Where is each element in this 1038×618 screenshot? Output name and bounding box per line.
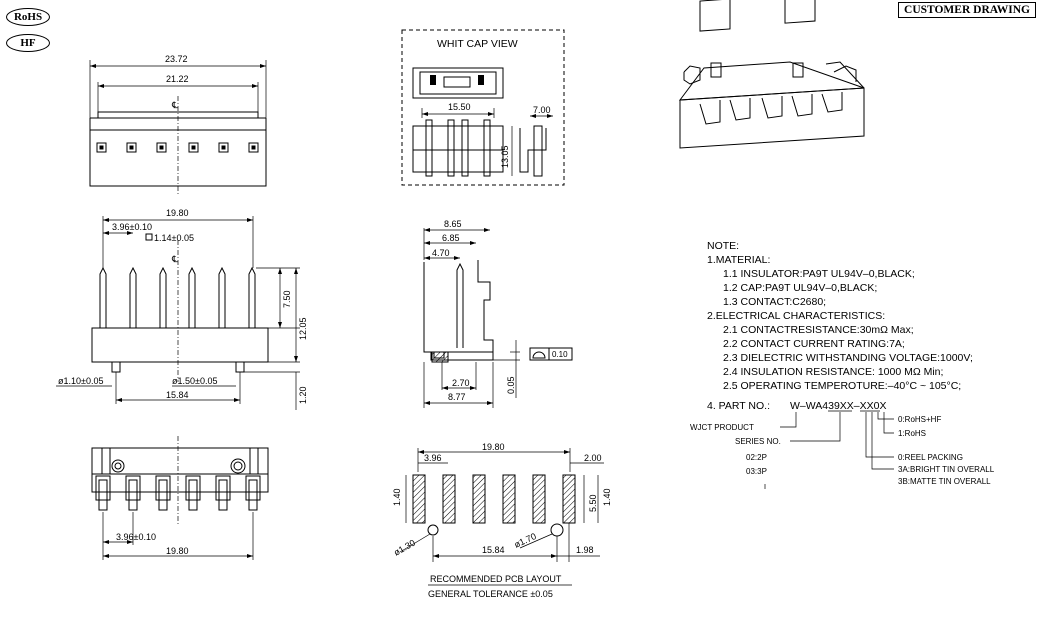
- wjct-product: WJCT PRODUCT: [690, 423, 754, 432]
- dim-bottom-width: 19.80: [166, 546, 189, 556]
- dim-side-270: 2.70: [452, 378, 470, 388]
- dim-pin-length: 7.50: [282, 290, 292, 308]
- dim-hole-large: ø1.70: [513, 531, 538, 550]
- option-3b: 3B:MATTE TIN OVERALL: [898, 477, 991, 486]
- note-line: 2.ELECTRICAL CHARACTERISTICS:: [707, 310, 885, 322]
- dim-hole-mid: ø1.50±0.05: [172, 376, 217, 386]
- dim-front-height: 12.05: [298, 317, 308, 340]
- front-pins: [99, 266, 256, 328]
- dim-pcb-140-right: 1.40: [602, 488, 612, 506]
- dim-side-865: 8.65: [444, 219, 462, 229]
- cap-view-label: WHIT CAP VIEW: [437, 38, 518, 50]
- note-line: 1.2 CAP:PA9T UL94V–0,BLACK;: [723, 282, 877, 294]
- series-03: 03:3P: [746, 467, 767, 476]
- dim-side-470: 4.70: [432, 248, 450, 258]
- dim-pcb-pitch: 3.96: [424, 453, 442, 463]
- note-line: 1.MATERIAL:: [707, 254, 770, 266]
- note-line: 2.2 CONTACT CURRENT RATING:7A;: [723, 338, 905, 350]
- option-reel: 0:REEL PACKING: [898, 453, 963, 462]
- dim-cap-height: 13.05: [500, 145, 510, 168]
- centerline-symbol: ℄: [171, 100, 178, 110]
- dim-hole-left: ø1.10±0.05: [58, 376, 103, 386]
- side-view: 8.65 6.85 4.70 2.70 8.77 0.05 0.10: [423, 219, 573, 408]
- option-3a: 3A:BRIGHT TIN OVERALL: [898, 465, 995, 474]
- note-line: 2.5 OPERATING TEMPEROTURE:–40°C ~ 105°C;: [723, 380, 961, 392]
- dim-post-height: 1.20: [298, 386, 308, 404]
- flatness-frame: 0.10: [529, 347, 573, 361]
- dim-overall-width: 23.72: [165, 54, 188, 64]
- part-no: W–WA439XX–XX0X: [790, 400, 887, 412]
- dim-bottom-pitch: 3.96±0.10: [116, 532, 156, 542]
- dim-side-005: 0.05: [506, 376, 516, 394]
- bottom-pins: [95, 475, 261, 511]
- dim-front-width: 19.80: [166, 208, 189, 218]
- front-view: 19.80 3.96±0.10 1.14±0.05 ℄ 7.50 12.05 1…: [56, 208, 308, 410]
- pcb-pads: [412, 474, 576, 524]
- rohs-badge: RoHS: [6, 8, 50, 26]
- bottom-view: 3.96±0.10 19.80: [91, 436, 269, 560]
- flatness-value: 0.10: [552, 350, 568, 359]
- notes: NOTE: 1.MATERIAL: 1.1 INSULATOR:PA9T UL9…: [690, 240, 995, 489]
- dim-pcb-140-left: 1.40: [392, 488, 402, 506]
- dim-front-pitch: 3.96±0.10: [112, 222, 152, 232]
- dim-inner-width: 21.22: [166, 74, 189, 84]
- top-view: 23.72 21.22 ℄: [89, 54, 267, 195]
- front-centerline: ℄: [171, 254, 178, 264]
- note-line: 2.3 DIELECTRIC WITHSTANDING VOLTAGE:1000…: [723, 352, 973, 364]
- dim-cap-depth: 7.00: [533, 105, 551, 115]
- pcb-title: RECOMMENDED PCB LAYOUT: [430, 574, 562, 584]
- option-rohs-hf: 0:RoHS+HF: [898, 415, 941, 424]
- option-rohs: 1:RoHS: [898, 429, 926, 438]
- part-no-label: 4. PART NO.:: [707, 400, 770, 412]
- pcb-layout: 19.80 3.96 2.00 1.40 5.50 1.40 ø1.30 ø1.…: [392, 442, 612, 599]
- note-line: 2.4 INSULATION RESISTANCE: 1000 MΩ Min;: [723, 366, 943, 378]
- series-label: SERIES NO.: [735, 437, 781, 446]
- dim-side-685: 6.85: [442, 233, 460, 243]
- hf-badge: HF: [6, 34, 50, 52]
- cap-view: WHIT CAP VIEW 15.50 7.00 13.05: [401, 29, 565, 186]
- notes-heading: NOTE:: [707, 240, 739, 252]
- dim-hole-small: ø1.30: [392, 538, 417, 558]
- dim-front-span: 15.84: [166, 390, 189, 400]
- dim-pcb-198: 1.98: [576, 545, 594, 555]
- dim-pcb-550: 5.50: [588, 494, 598, 512]
- dim-cap-width: 15.50: [448, 102, 471, 112]
- dim-pcb-width: 19.80: [482, 442, 505, 452]
- customer-drawing-title: CUSTOMER DRAWING: [898, 2, 1036, 18]
- isometric-view: [678, 0, 865, 149]
- note-line: 1.3 CONTACT:C2680;: [723, 296, 826, 308]
- note-line: 2.1 CONTACTRESISTANCE:30mΩ Max;: [723, 324, 914, 336]
- series-02: 02:2P: [746, 453, 767, 462]
- note-line: 1.1 INSULATOR:PA9T UL94V–0,BLACK;: [723, 268, 915, 280]
- dim-pcb-200: 2.00: [584, 453, 602, 463]
- dim-pcb-span: 15.84: [482, 545, 505, 555]
- dim-front-pin: 1.14±0.05: [154, 233, 194, 243]
- top-view-pin-squares: [96, 142, 259, 153]
- dim-side-877: 8.77: [448, 392, 466, 402]
- pcb-tolerance: GENERAL TOLERANCE ±0.05: [428, 589, 553, 599]
